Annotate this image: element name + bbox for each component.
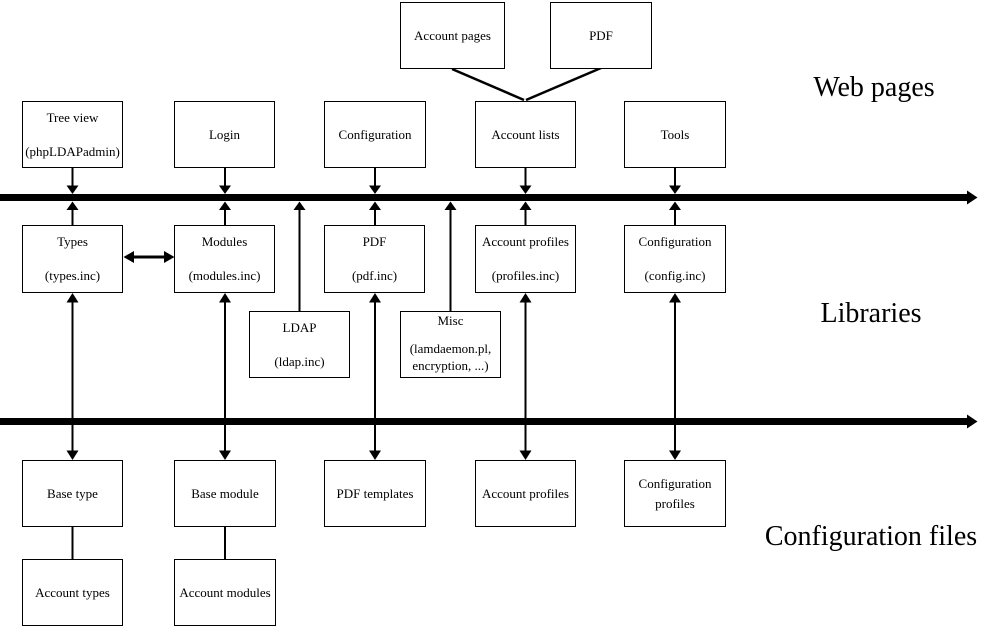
accountpages-accountlists-line [451,67,525,102]
pdf-accountlists-line [525,66,602,102]
box-configuration-web-label: Configuration [338,126,412,142]
box-pdf-web-label: PDF [589,27,613,43]
box-ldap: LDAP (ldap.inc) [249,311,350,378]
box-tools-label: Tools [660,126,690,142]
box-configuration-profiles: Configuration profiles [624,460,726,527]
box-misc-sublines: (lamdaemon.pl, encryption, ...) [410,340,492,374]
box-configuration-web: Configuration [324,101,426,168]
types-basetype-arrow [66,293,79,460]
box-pdf-templates: PDF templates [324,460,426,527]
box-misc-line2: (lamdaemon.pl, [409,341,492,356]
treeview-bus-arrow [66,168,79,226]
box-configuration-lib-line1: Configuration [638,234,712,249]
box-misc-line3: encryption, ...) [412,358,489,373]
box-base-module: Base module [174,460,276,527]
profileslib-profilesfiles-arrow [519,293,532,460]
box-account-types: Account types [22,559,123,626]
box-login: Login [174,101,275,168]
box-pdf-lib: PDF (pdf.inc) [324,225,425,293]
box-account-types-label: Account types [35,584,110,600]
box-modules-line1: Modules [201,234,248,249]
box-account-lists: Account lists [475,101,576,168]
configuration-bus-arrow [369,168,381,226]
libraries-label: Libraries [820,298,922,329]
library-config-bus-bar [0,414,978,429]
box-base-type-label: Base type [47,485,98,501]
box-account-modules-label: Account modules [179,584,271,600]
box-account-profiles-lib-line2: (profiles.inc) [491,268,560,283]
box-tools: Tools [624,101,726,168]
box-configuration-lib-line2: (config.inc) [644,268,706,283]
box-configuration-lib: Configuration (config.inc) [624,225,726,293]
box-tree-view-line2: (phpLDAPadmin) [25,143,120,159]
login-bus-arrow [219,168,231,226]
box-types-line1: Types [57,234,88,249]
ldap-bus-arrow [293,201,306,312]
box-account-pages-label: Account pages [414,27,491,43]
box-pdf-lib-line2: (pdf.inc) [351,268,398,283]
box-account-profiles-files: Account profiles [475,460,576,527]
box-pdf-web: PDF [550,2,652,69]
box-pdf-templates-label: PDF templates [336,485,414,501]
box-base-module-label: Base module [191,485,259,501]
box-account-pages: Account pages [400,2,505,69]
box-modules-line2: (modules.inc) [188,268,261,283]
box-account-lists-label: Account lists [491,126,560,142]
modules-basemodule-arrow [219,293,231,460]
box-misc-line1: Misc [437,313,464,328]
box-account-profiles-lib-line1: Account profiles [481,234,569,249]
box-ldap-line1: LDAP [282,319,317,335]
box-configuration-profiles-line2: profiles [655,495,695,511]
box-types: Types (types.inc) [22,225,123,293]
box-base-type: Base type [22,460,123,527]
box-misc: Misc (lamdaemon.pl, encryption, ...) [400,311,501,378]
tools-bus-arrow [669,168,681,226]
box-ldap-line2: (ldap.inc) [274,353,325,369]
box-account-modules: Account modules [174,559,276,626]
web-library-bus-bar [0,190,978,205]
box-account-profiles-lib: Account profiles (profiles.inc) [475,225,576,293]
box-tree-view-line1: Tree view [46,109,99,125]
box-modules: Modules (modules.inc) [174,225,275,293]
pdflib-pdftemplates-arrow [369,293,381,460]
accountlists-bus-arrow [519,168,532,226]
box-types-line2: (types.inc) [44,268,101,283]
box-tree-view: Tree view (phpLDAPadmin) [22,101,123,168]
configuration-files-label: Configuration files [764,521,978,552]
box-account-profiles-files-label: Account profiles [481,485,569,501]
box-configuration-profiles-line1: Configuration [638,475,712,491]
box-login-label: Login [208,126,241,142]
misc-bus-arrow [444,201,457,312]
configlib-configprofiles-arrow [669,293,681,460]
box-pdf-lib-line1: PDF [362,234,387,249]
web-pages-label: Web pages [813,72,935,103]
types-modules-arrow [123,251,175,263]
